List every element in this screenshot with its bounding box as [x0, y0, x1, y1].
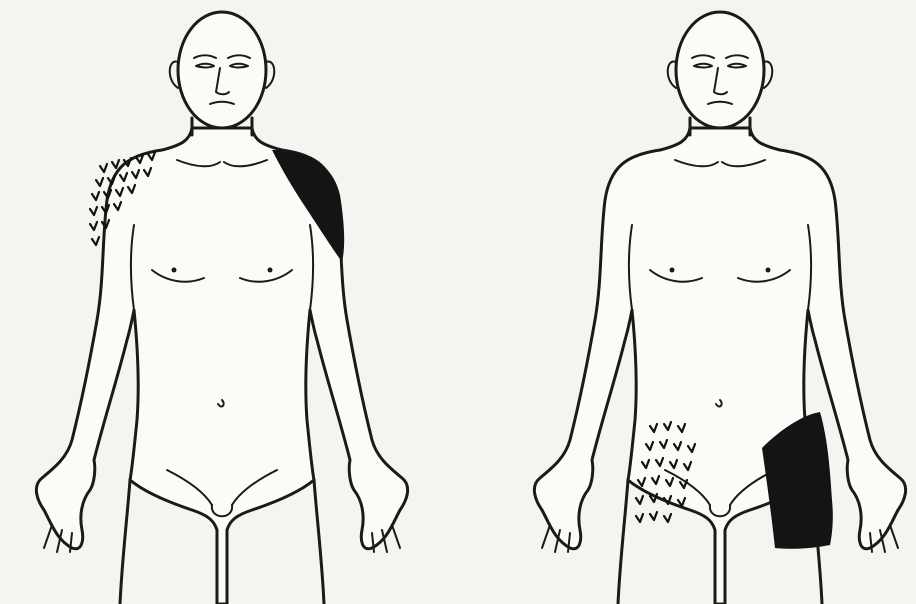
- figure-right: [534, 12, 905, 604]
- figure-left: [36, 12, 407, 604]
